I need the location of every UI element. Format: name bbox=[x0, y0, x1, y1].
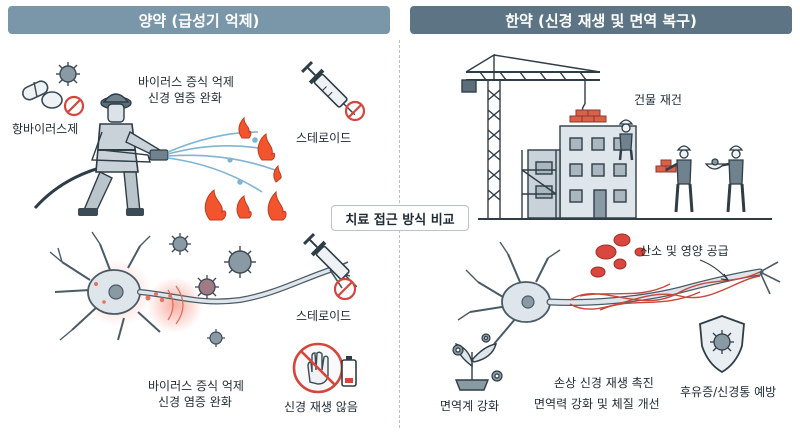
prohibit-icon bbox=[333, 277, 357, 301]
worker-icon bbox=[618, 119, 746, 213]
no-regeneration-label: 신경 재생 않음 bbox=[284, 400, 358, 414]
neuritis-relief-label: 신경 염증 완화 bbox=[148, 91, 222, 105]
prohibit-icon bbox=[344, 100, 366, 122]
battery-icon bbox=[341, 356, 357, 387]
gear-icon bbox=[452, 333, 503, 382]
antiviral-label: 항바이러스제 bbox=[12, 122, 79, 136]
prohibit-icon bbox=[63, 95, 85, 117]
pill-icon bbox=[22, 80, 63, 109]
hand-icon bbox=[292, 342, 344, 394]
header-western-medicine: 양약 (급성기 억제) bbox=[8, 6, 390, 34]
firefighter-icon bbox=[33, 93, 169, 216]
water-spray bbox=[167, 131, 276, 193]
steroid-label-2: 스테로이드 bbox=[296, 309, 352, 323]
virus-icon bbox=[169, 233, 256, 347]
crane-icon bbox=[461, 53, 601, 218]
nerve-repair-label: 손상 신경 재생 촉진 bbox=[554, 376, 654, 390]
neuritis-relief-label-2: 신경 염증 완화 bbox=[158, 395, 232, 409]
header-herbal-medicine: 한약 (신경 재생 및 면역 복구) bbox=[410, 6, 792, 34]
comparison-label: 치료 접근 방식 비교 bbox=[331, 205, 469, 231]
virus-icon bbox=[56, 62, 80, 86]
steroid-label: 스테로이드 bbox=[296, 131, 352, 145]
center-divider bbox=[399, 40, 400, 428]
virus-suppression-label: 바이러스 증식 억제 bbox=[138, 75, 234, 89]
syringe-icon bbox=[301, 61, 356, 116]
blood-cell-icon bbox=[590, 233, 646, 278]
shield-icon bbox=[699, 315, 745, 374]
fire-icon bbox=[204, 116, 287, 221]
constitution-label: 면역력 강화 및 체질 개선 bbox=[534, 397, 660, 411]
oxygen-supply-label: 산소 및 영양 공급 bbox=[640, 244, 729, 258]
prevention-label: 후유증/신경통 예방 bbox=[680, 385, 777, 399]
rebuild-label: 건물 재건 bbox=[634, 93, 682, 107]
virus-suppression-label-2: 바이러스 증식 억제 bbox=[148, 379, 244, 393]
immunity-label: 면역계 강화 bbox=[440, 399, 500, 413]
neuron-icon bbox=[49, 231, 351, 341]
neuron-icon bbox=[457, 241, 781, 357]
